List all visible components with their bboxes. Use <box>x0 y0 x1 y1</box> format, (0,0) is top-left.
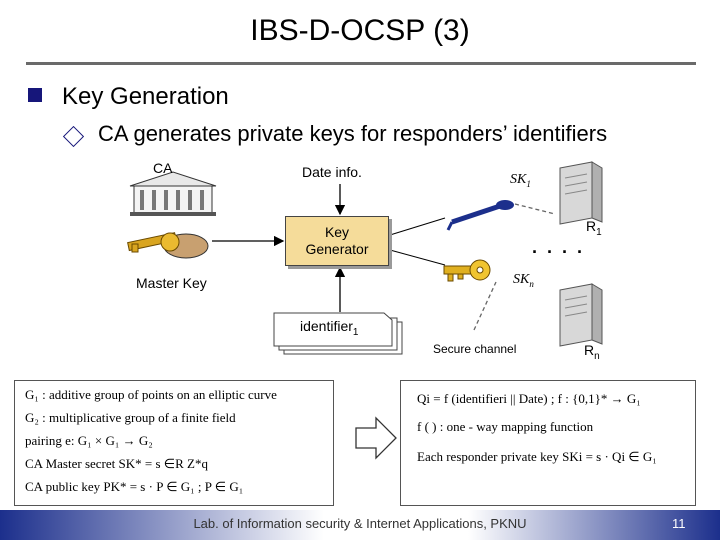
identifier-label: identifier1 <box>300 318 359 338</box>
bullet-key-generation: Key Generation <box>62 83 229 110</box>
title-divider <box>26 62 696 65</box>
definitions-box: G₁ : additive group of points on an elli… <box>14 380 334 506</box>
r1-label: R1 <box>586 218 602 238</box>
key-generator-box: Key Generator <box>285 216 389 266</box>
formula-line-2: f ( ) : one - way mapping function <box>417 419 594 434</box>
definition-line-1: G₁ : additive group of points on an elli… <box>25 387 277 402</box>
rn-label: Rn <box>584 342 600 362</box>
responder-server-n-icon <box>559 283 603 347</box>
definition-line-5: CA public key PK* = s · P ∈ G₁ ; P ∈ G₁ <box>25 479 244 494</box>
identifier-document-icon <box>273 312 403 355</box>
ca-label: CA <box>153 160 173 176</box>
responder-server-1-icon <box>559 161 603 225</box>
master-key-label: Master Key <box>136 275 207 291</box>
definition-line-3: pairing e: G₁ × G₁ → G₂ <box>25 433 153 448</box>
arrow-right-icon <box>355 416 397 460</box>
skn-label: SKn <box>513 272 534 289</box>
page-number: 11 <box>672 516 686 531</box>
key-generation-diagram <box>127 161 603 460</box>
formula-line-3: Each responder private key SKi = s · Qi … <box>417 449 657 464</box>
footer-text: Lab. of Information security & Internet … <box>193 516 527 531</box>
ellipsis-dots: · · · · <box>532 242 585 262</box>
key-generator-label-line1: Key <box>324 224 350 240</box>
master-key-icon <box>127 232 209 259</box>
bullet-ca-generates: CA generates private keys for responders… <box>98 121 608 146</box>
sk1-label: SK1 <box>510 172 531 189</box>
private-key-n-icon <box>443 259 491 282</box>
formula-line-1: Qi = f (identifieri || Date) ; f : {0,1}… <box>417 391 641 406</box>
footer-bar <box>0 510 720 540</box>
definition-line-2: G₂ : multiplicative group of a finite fi… <box>25 410 236 425</box>
key-generator-label-line2: Generator <box>305 241 369 257</box>
date-info-label: Date info. <box>302 164 362 180</box>
ca-building-icon <box>129 171 217 216</box>
secure-channel-label: Secure channel <box>433 342 517 356</box>
definition-line-4: CA Master secret SK* = s ∈R Z*q <box>25 456 208 471</box>
private-key-1-icon <box>446 200 514 231</box>
formulas-box: Qi = f (identifieri || Date) ; f : {0,1}… <box>400 380 696 506</box>
square-bullet-icon <box>28 88 42 102</box>
page-title: IBS-D-OCSP (3) <box>250 14 470 47</box>
